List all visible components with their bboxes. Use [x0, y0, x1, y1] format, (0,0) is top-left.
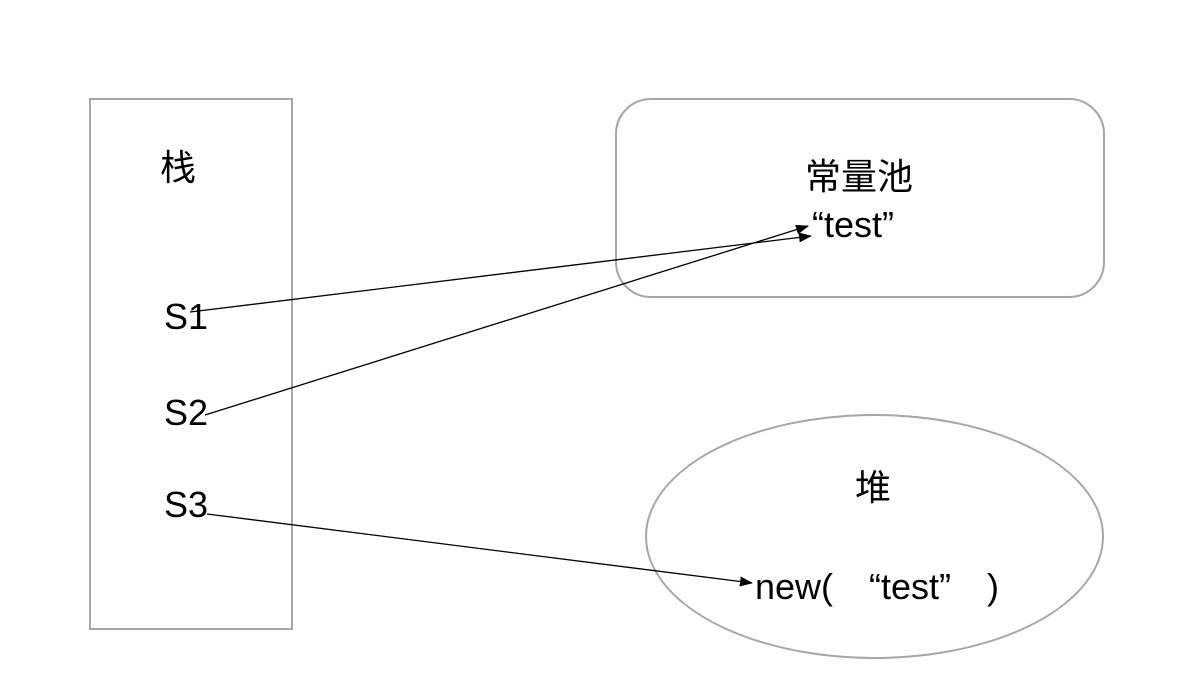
constant-pool-label: 常量池 [805, 156, 914, 197]
stack-variable-s2: S2 [164, 392, 209, 433]
stack-variable-s3: S3 [164, 484, 209, 525]
constant-pool-box [615, 98, 1105, 298]
heap-value-new-test: new( “test” ) [755, 566, 1000, 607]
stack-label: 栈 [160, 147, 197, 188]
heap-ellipse [645, 414, 1104, 659]
constant-pool-value-test: “test” [812, 204, 895, 245]
heap-label: 堆 [855, 467, 892, 508]
stack-variable-s1: S1 [164, 296, 209, 337]
